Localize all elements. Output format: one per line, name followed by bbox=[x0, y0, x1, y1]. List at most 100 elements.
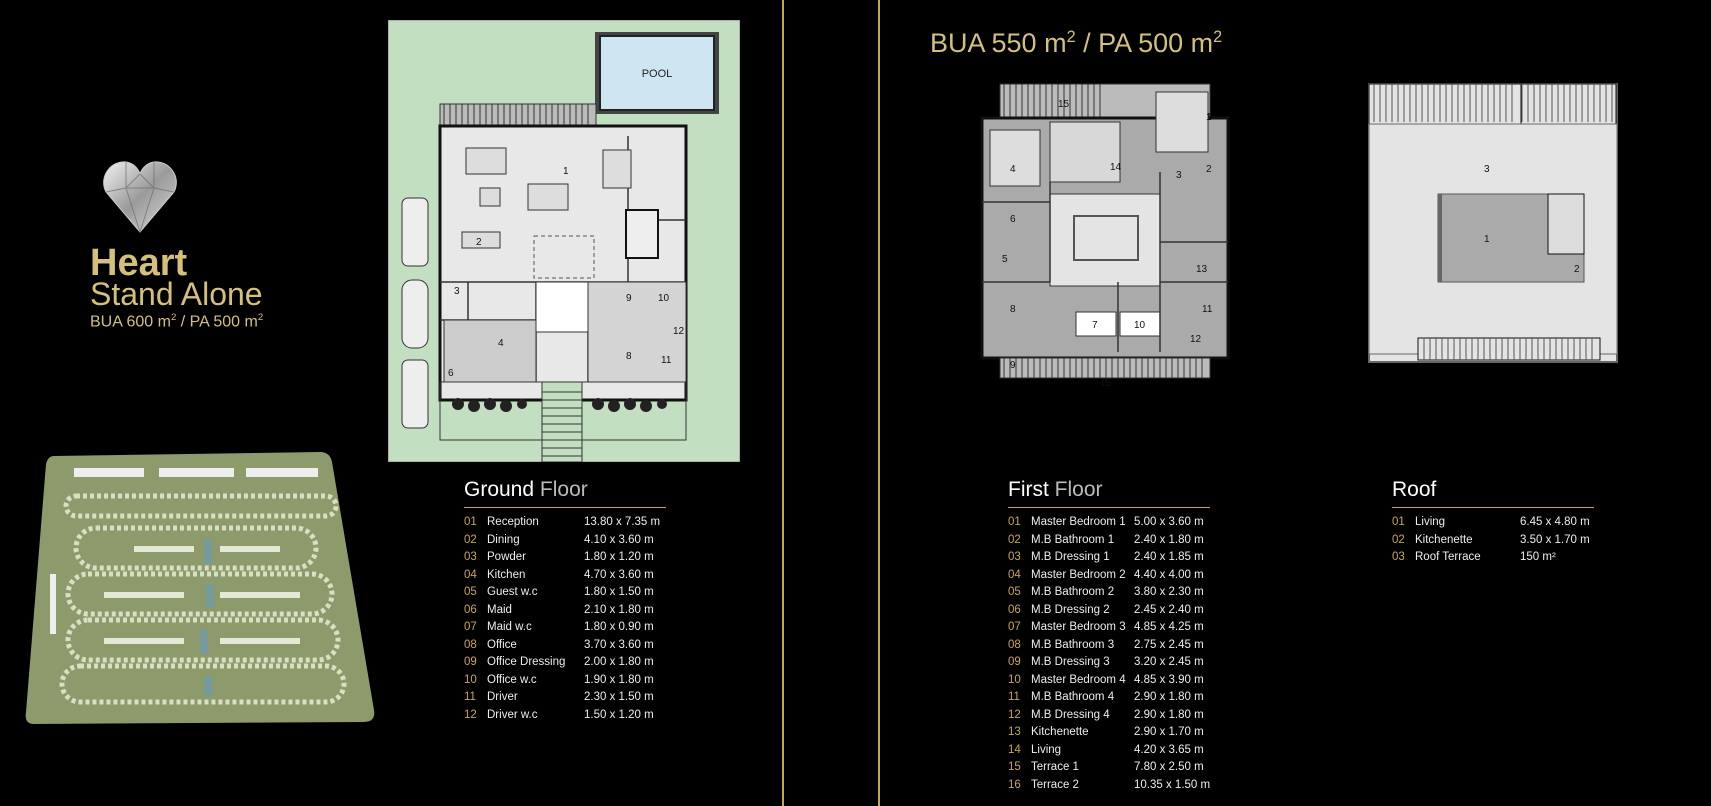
svg-text:7: 7 bbox=[1092, 320, 1098, 331]
room-number: 10 bbox=[464, 673, 477, 686]
room-row: 01 Master Bedroom 1 5.00 x 3.60 m bbox=[1008, 516, 1208, 531]
room-name: M.B Dressing 1 bbox=[1031, 551, 1110, 563]
room-number: 07 bbox=[1008, 621, 1021, 633]
room-number: 16 bbox=[1008, 778, 1021, 791]
room-dimensions: 2.10 x 1.80 m bbox=[584, 603, 654, 616]
room-number: 02 bbox=[1392, 533, 1405, 546]
page-divider-right bbox=[878, 0, 880, 806]
room-number: 09 bbox=[464, 656, 477, 668]
room-name: Living bbox=[1415, 516, 1446, 528]
room-number: 03 bbox=[464, 551, 477, 563]
room-dimensions: 6.45 x 4.80 m bbox=[1520, 516, 1590, 528]
room-number: 01 bbox=[1392, 516, 1405, 528]
room-number: 04 bbox=[1008, 568, 1021, 581]
room-number: 10 bbox=[1008, 673, 1021, 686]
room-dimensions: 5.00 x 3.60 m bbox=[1134, 516, 1204, 528]
room-name: Master Bedroom 1 bbox=[1031, 516, 1126, 528]
room-number: 01 bbox=[1008, 516, 1021, 528]
svg-text:2: 2 bbox=[1206, 164, 1212, 175]
room-dimensions: 4.70 x 3.60 m bbox=[584, 568, 654, 581]
room-row: 12 Driver w.c 1.50 x 1.20 m bbox=[464, 709, 664, 724]
svg-text:13: 13 bbox=[1196, 264, 1208, 275]
svg-text:1: 1 bbox=[1484, 234, 1490, 245]
room-name: Driver w.c bbox=[487, 708, 538, 721]
room-number: 05 bbox=[1008, 586, 1021, 598]
room-dimensions: 4.10 x 3.60 m bbox=[584, 533, 654, 546]
room-number: 01 bbox=[464, 516, 477, 528]
room-name: Living bbox=[1031, 743, 1062, 756]
svg-text:5: 5 bbox=[1002, 254, 1008, 265]
room-name: M.B Bathroom 4 bbox=[1031, 691, 1115, 703]
room-dimensions: 1.90 x 1.80 m bbox=[584, 673, 654, 686]
room-name: Master Bedroom 2 bbox=[1031, 568, 1126, 581]
svg-text:8: 8 bbox=[626, 351, 632, 362]
svg-text:15: 15 bbox=[1100, 378, 1112, 389]
svg-text:2: 2 bbox=[476, 237, 482, 248]
room-number: 12 bbox=[464, 708, 477, 721]
room-name: Roof Terrace bbox=[1415, 551, 1481, 563]
pool-label: POOL bbox=[642, 68, 673, 80]
first-floor-area-header: BUA 550 m2 / PA 500 m2 bbox=[930, 28, 1223, 58]
first-floor-plan: 15 1 2 3 4 5 6 7 8 9 10 11 12 13 14 15 bbox=[980, 82, 1230, 398]
room-dimensions: 13.80 x 7.35 m bbox=[584, 516, 661, 528]
room-dimensions: 1.50 x 1.20 m bbox=[584, 708, 654, 721]
roof-rule bbox=[1392, 507, 1594, 508]
room-number: 06 bbox=[464, 603, 477, 616]
room-dimensions: 7.80 x 2.50 m bbox=[1134, 761, 1204, 773]
svg-text:6: 6 bbox=[448, 368, 454, 379]
roof-title: Roof bbox=[1392, 478, 1437, 501]
room-dimensions: 2.40 x 1.80 m bbox=[1134, 533, 1204, 546]
room-name: Guest w.c bbox=[487, 586, 538, 598]
site-master-plan bbox=[24, 450, 376, 726]
room-dimensions: 2.90 x 1.80 m bbox=[1134, 691, 1204, 703]
room-number: 04 bbox=[464, 568, 477, 581]
room-number: 08 bbox=[1008, 638, 1021, 651]
room-dimensions: 2.90 x 1.70 m bbox=[1134, 726, 1204, 738]
room-dimensions: 1.80 x 1.20 m bbox=[584, 551, 654, 563]
room-name: Office w.c bbox=[487, 673, 537, 686]
room-name: Driver bbox=[487, 691, 518, 703]
svg-text:10: 10 bbox=[658, 293, 670, 304]
svg-text:15: 15 bbox=[1058, 99, 1070, 110]
brand-title: Heart bbox=[90, 242, 188, 284]
room-name: M.B Dressing 4 bbox=[1031, 708, 1110, 721]
room-number: 12 bbox=[1008, 708, 1021, 721]
room-number: 02 bbox=[464, 533, 477, 546]
svg-text:6: 6 bbox=[1010, 214, 1016, 225]
room-name: M.B Dressing 2 bbox=[1031, 603, 1110, 616]
svg-text:12: 12 bbox=[673, 326, 685, 337]
room-name: M.B Bathroom 3 bbox=[1031, 638, 1115, 651]
room-row: 04 Master Bedroom 2 4.40 x 4.00 m bbox=[1008, 569, 1208, 584]
room-name: Office bbox=[487, 638, 517, 651]
room-number: 09 bbox=[1008, 656, 1021, 668]
room-dimensions: 4.40 x 4.00 m bbox=[1134, 568, 1204, 581]
svg-text:3: 3 bbox=[454, 286, 460, 297]
room-name: Kitchenette bbox=[1031, 726, 1089, 738]
room-name: Kitchenette bbox=[1415, 533, 1473, 546]
room-name: Terrace 2 bbox=[1031, 778, 1079, 791]
room-dimensions: 2.00 x 1.80 m bbox=[584, 656, 654, 668]
brand-area: BUA 600 m2 / PA 500 m2 bbox=[90, 312, 264, 331]
first-floor-title: First Floor bbox=[1008, 478, 1103, 501]
svg-text:9: 9 bbox=[1010, 360, 1016, 371]
room-row: 08 M.B Bathroom 3 2.75 x 2.45 m bbox=[1008, 639, 1208, 654]
svg-text:3: 3 bbox=[1484, 164, 1490, 175]
room-dimensions: 2.75 x 2.45 m bbox=[1134, 638, 1204, 651]
room-name: Dining bbox=[487, 533, 520, 546]
ground-floor-plan: POOL 1 2 3 bbox=[388, 20, 740, 462]
room-row: 10 Office w.c 1.90 x 1.80 m bbox=[464, 674, 664, 689]
diamond-heart-icon bbox=[102, 158, 178, 239]
